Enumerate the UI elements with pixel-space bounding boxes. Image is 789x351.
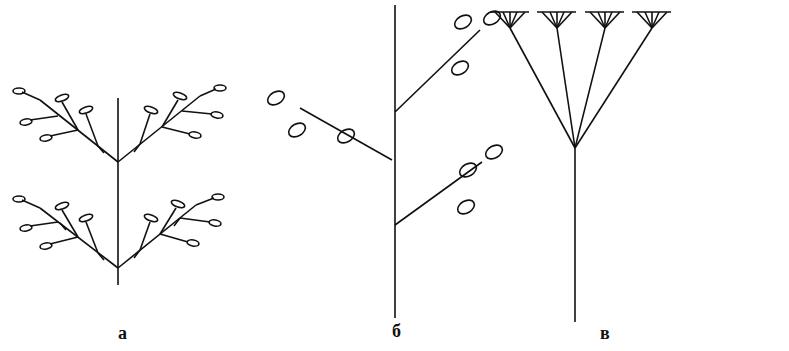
panel-letter: б: [392, 322, 401, 340]
panel-b: [265, 5, 505, 318]
panel-c: [490, 12, 671, 322]
panel-a: [13, 85, 226, 285]
panel-letter: в: [600, 324, 610, 342]
panel-letter: а: [118, 324, 127, 342]
